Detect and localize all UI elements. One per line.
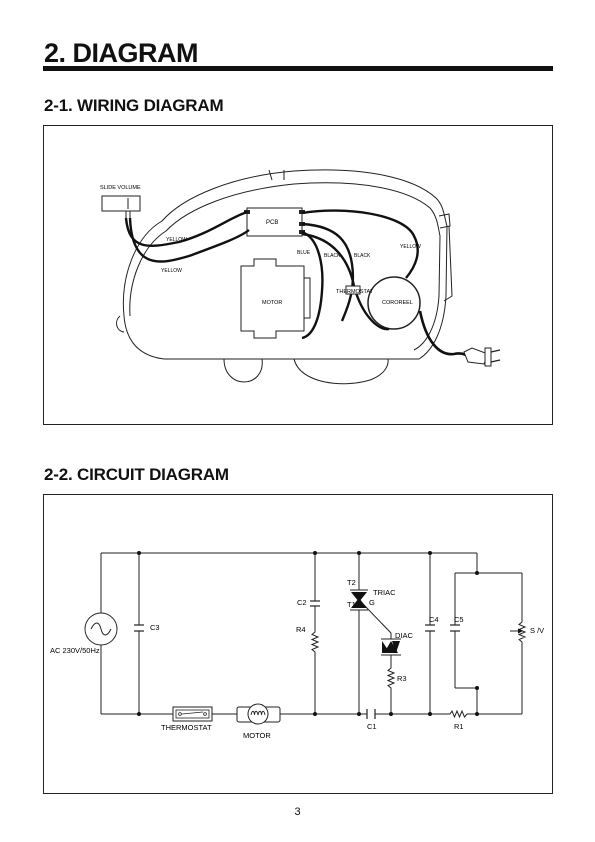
triac-symbol [350, 589, 368, 611]
wire-label-yellow-3: YELLOW [400, 244, 421, 250]
cordreel-label: COROREEL [382, 300, 413, 306]
thermostat-label: THERMOSTAT [336, 289, 374, 295]
r4-label: R4 [296, 625, 306, 634]
slide-volume-potentiometer [517, 619, 527, 643]
wiring-diagram-frame: SLIDE VOLUME PCB MOTOR COROREEL [43, 125, 553, 425]
c5-label: C5 [454, 615, 464, 624]
ac-source-symbol [84, 612, 118, 646]
capacitor-c2 [310, 600, 320, 607]
diac-symbol [381, 638, 401, 656]
wire-label-yellow-1: YELLOW [166, 237, 187, 243]
cleaner-body-outline [116, 169, 453, 385]
source-label: AC 230V/50Hz [50, 646, 100, 655]
wiper-arrow-icon [518, 628, 523, 634]
resistor-r4 [310, 629, 320, 654]
sv-label: S /V [530, 626, 544, 635]
motor-label-circuit: MOTOR [243, 731, 271, 740]
thermostat-label-circuit: THERMOSTAT [161, 723, 212, 732]
slide-volume-component [101, 195, 141, 218]
title-rule [43, 66, 553, 71]
resistor-r1 [447, 709, 469, 719]
r1-label: R1 [454, 722, 464, 731]
g-label: G [369, 598, 375, 607]
junction-dots [137, 551, 479, 716]
power-plug [463, 347, 501, 367]
motor-component [240, 258, 311, 339]
capacitor-c5 [450, 624, 460, 632]
circuit-diagram-frame: AC 230V/50Hz C3 C2 C4 C5 C1 R4 R3 R1 [43, 494, 553, 794]
capacitor-c1 [366, 709, 376, 719]
wiring-diagram: SLIDE VOLUME PCB MOTOR COROREEL [100, 169, 501, 385]
thermostat-component [345, 285, 361, 295]
c2-label: C2 [297, 598, 307, 607]
motor-label: MOTOR [262, 300, 282, 306]
c3-label: C3 [150, 623, 160, 632]
resistor-r3 [386, 665, 396, 690]
wire-label-blue: BLUE [297, 250, 311, 256]
slide-volume-label: SLIDE VOLUME [100, 185, 141, 191]
circuit-wires [100, 552, 523, 715]
wiring-diagram-title: 2-1. WIRING DIAGRAM [44, 96, 224, 115]
wire-label-yellow-2: YELLOW [161, 268, 182, 274]
wire-label-black-2: BLACK [354, 253, 371, 259]
motor-symbol [236, 703, 281, 725]
capacitor-c4 [425, 624, 435, 632]
thermostat-symbol [172, 706, 213, 722]
c4-label: C4 [429, 615, 439, 624]
page-number: 3 [294, 806, 301, 818]
capacitor-c3 [134, 624, 144, 632]
t2-label: T2 [347, 578, 356, 587]
pcb-label: PCB [266, 220, 278, 226]
cordreel-component [367, 276, 421, 330]
t1-label: T1 [347, 600, 356, 609]
r3-label: R3 [397, 674, 407, 683]
triac-label: TRIAC [373, 588, 396, 597]
wire-label-black-1: BLACK [324, 253, 341, 259]
page-title: 2. DIAGRAM [44, 38, 199, 68]
diac-label: DIAC [395, 631, 414, 640]
circuit-diagram: AC 230V/50Hz C3 C2 C4 C5 C1 R4 R3 R1 [50, 551, 544, 740]
circuit-diagram-title: 2-2. CIRCUIT DIAGRAM [44, 465, 229, 484]
c1-label: C1 [367, 722, 377, 731]
